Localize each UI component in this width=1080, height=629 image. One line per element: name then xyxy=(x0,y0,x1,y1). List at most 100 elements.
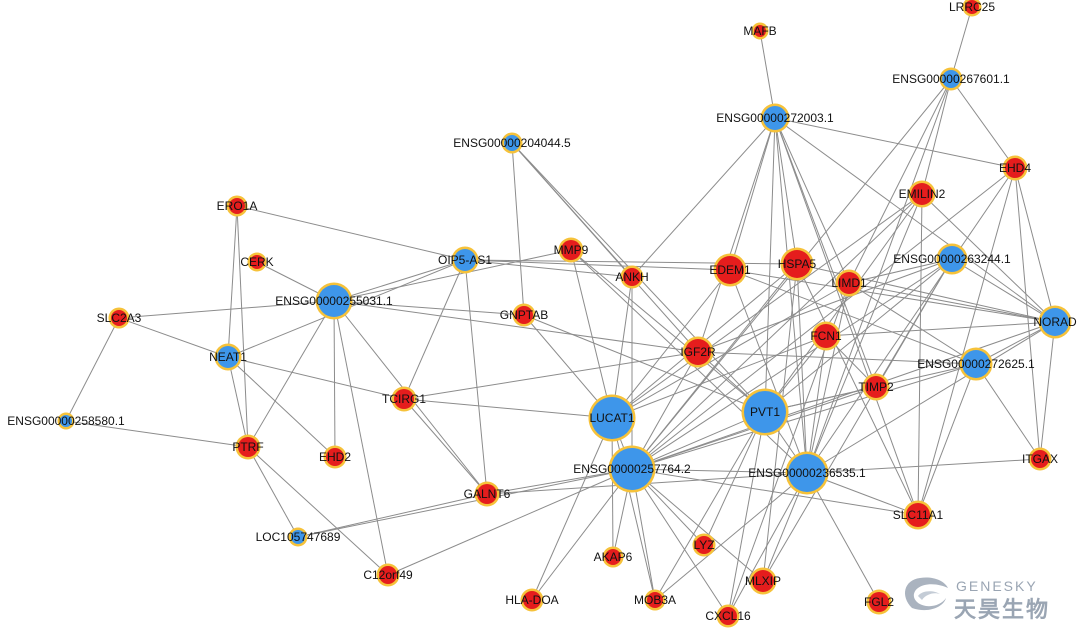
node-limd1[interactable]: LIMD1 xyxy=(831,269,867,297)
edge-emilin2-pvt1 xyxy=(764,193,923,413)
node-label: GALNT6 xyxy=(464,487,511,501)
edge-neat1-tcirg1 xyxy=(227,356,405,400)
node-ensg00000272003-1[interactable]: ENSG00000272003.1 xyxy=(716,103,834,133)
node-label: MLXIP xyxy=(745,574,781,588)
node-mob3a[interactable]: MOB3A xyxy=(634,589,676,611)
node-lucat1[interactable]: LUCAT1 xyxy=(588,394,636,442)
edge-neat1-ehd2 xyxy=(227,356,336,458)
edge-ensg00000257764-2-slc11a1 xyxy=(631,468,919,516)
edge-ehd4-itgax xyxy=(1014,167,1041,460)
node-slc2a3[interactable]: SLC2A3 xyxy=(97,307,142,329)
node-pvt1[interactable]: PVT1 xyxy=(741,388,789,436)
node-ero1a[interactable]: ERO1A xyxy=(217,195,258,217)
node-oip5-as1[interactable]: OIP5-AS1 xyxy=(438,246,492,274)
lncrna-node-circle xyxy=(1041,308,1069,336)
node-label: ENSG00000236535.1 xyxy=(748,466,866,480)
edge-ensg00000255031-1-c12orf49 xyxy=(333,300,389,576)
node-label: EHD2 xyxy=(319,450,351,464)
mrna-node-circle xyxy=(869,592,889,612)
node-cxcl16[interactable]: CXCL16 xyxy=(705,604,751,628)
node-label: ENSG00000204044.5 xyxy=(453,136,571,150)
node-label: LRRC25 xyxy=(949,0,995,14)
node-ensg00000236535-1[interactable]: ENSG00000236535.1 xyxy=(748,451,866,495)
node-ensg00000272625-1[interactable]: ENSG00000272625.1 xyxy=(917,347,1035,381)
node-label: HLA-DOA xyxy=(505,593,558,607)
node-ankh[interactable]: ANKH xyxy=(615,265,649,289)
node-ensg00000255031-1[interactable]: ENSG00000255031.1 xyxy=(275,282,393,320)
edge-ensg00000236535-1-fgl2 xyxy=(806,472,880,603)
node-hspa5[interactable]: HSPA5 xyxy=(778,247,817,281)
mrna-node-circle xyxy=(394,389,414,409)
node-fcn1[interactable]: FCN1 xyxy=(810,321,842,351)
lncrna-node-circle xyxy=(611,448,653,490)
node-label: C12orf49 xyxy=(363,568,413,582)
mrna-node-circle xyxy=(250,255,264,269)
edge-ankh-lucat1 xyxy=(611,276,633,419)
watermark-brand-en: GENESKY xyxy=(956,578,1038,594)
node-label: SLC2A3 xyxy=(97,311,142,325)
node-slc11a1[interactable]: SLC11A1 xyxy=(893,500,944,530)
edge-ensg00000255031-1-ptrf xyxy=(247,300,335,448)
node-label: CERK xyxy=(240,255,273,269)
node-mlxip[interactable]: MLXIP xyxy=(745,567,781,595)
node-c12orf49[interactable]: C12orf49 xyxy=(363,563,413,587)
mrna-node-circle xyxy=(754,25,766,37)
node-norad[interactable]: NORAD xyxy=(1033,305,1077,339)
node-mmp9[interactable]: MMP9 xyxy=(554,237,589,263)
node-timp2[interactable]: TIMP2 xyxy=(858,373,894,401)
edge-pvt1-lyz xyxy=(703,411,766,546)
node-tcirg1[interactable]: TCIRG1 xyxy=(382,386,426,412)
node-galnt6[interactable]: GALNT6 xyxy=(464,481,511,507)
edge-mmp9-pvt1 xyxy=(570,249,766,413)
node-ensg00000263244-1[interactable]: ENSG00000263244.1 xyxy=(893,243,1011,275)
node-edem1[interactable]: EDEM1 xyxy=(709,253,751,287)
edge-ensg00000255031-1-igf2r xyxy=(333,300,699,353)
node-cerk[interactable]: CERK xyxy=(240,252,274,272)
node-label: LOC105747689 xyxy=(256,530,341,544)
lncrna-node-circle xyxy=(454,249,476,271)
node-ehd2[interactable]: EHD2 xyxy=(319,445,351,469)
mrna-node-circle xyxy=(477,484,497,504)
lncrna-node-circle xyxy=(60,415,72,427)
edge-hspa5-slc11a1 xyxy=(796,263,919,516)
edge-norad-itgax xyxy=(1039,321,1056,460)
edge-limd1-ensg00000272625-1 xyxy=(848,282,977,365)
node-hla-doa[interactable]: HLA-DOA xyxy=(505,588,559,612)
node-label: LYZ xyxy=(693,538,714,552)
edge-ensg00000204044-5-gnptab xyxy=(511,142,525,316)
node-gnptab[interactable]: GNPTAB xyxy=(500,303,548,327)
node-ensg00000257764-2[interactable]: ENSG00000257764.2 xyxy=(573,445,691,493)
node-ehd4[interactable]: EHD4 xyxy=(999,155,1031,181)
node-label: ENSG00000257764.2 xyxy=(573,462,691,476)
lncrna-node-circle xyxy=(962,350,990,378)
node-label: CXCL16 xyxy=(705,609,751,623)
edge-ensg00000257764-2-galnt6 xyxy=(486,468,633,495)
edge-ensg00000272003-1-ankh xyxy=(631,117,776,278)
node-lyz[interactable]: LYZ xyxy=(692,533,716,557)
node-ensg00000267601-1[interactable]: ENSG00000267601.1 xyxy=(892,67,1010,91)
node-label: EMILIN2 xyxy=(899,187,946,201)
node-ensg00000258580-1[interactable]: ENSG00000258580.1 xyxy=(7,412,125,430)
node-label: IGF2R xyxy=(680,345,716,359)
node-label: ENSG00000267601.1 xyxy=(892,72,1010,86)
mrna-node-circle xyxy=(911,183,933,205)
mrna-node-circle xyxy=(716,256,744,284)
node-ptrf[interactable]: PTRF xyxy=(232,434,264,460)
edge-ensg00000272003-1-igf2r xyxy=(697,117,776,353)
edge-oip5-as1-tcirg1 xyxy=(403,259,466,400)
edge-ensg00000272625-1-ensg00000257764-2 xyxy=(631,363,977,470)
node-ensg00000204044-5[interactable]: ENSG00000204044.5 xyxy=(453,132,571,154)
edge-ensg00000255031-1-slc2a3 xyxy=(118,300,335,319)
node-emilin2[interactable]: EMILIN2 xyxy=(899,180,946,208)
node-fgl2[interactable]: FGL2 xyxy=(864,589,894,615)
edge-edem1-ensg00000236535-1 xyxy=(729,269,808,474)
node-neat1[interactable]: NEAT1 xyxy=(209,343,247,371)
node-mafb[interactable]: MAFB xyxy=(743,22,777,40)
node-lrrc25[interactable]: LRRC25 xyxy=(949,0,995,17)
node-loc105747689[interactable]: LOC105747689 xyxy=(256,527,341,547)
node-igf2r[interactable]: IGF2R xyxy=(680,336,716,368)
node-itgax[interactable]: ITGAX xyxy=(1022,447,1058,471)
edge-galnt6-loc105747689 xyxy=(297,493,488,538)
mrna-node-circle xyxy=(783,250,811,278)
node-akap6[interactable]: AKAP6 xyxy=(594,546,633,568)
